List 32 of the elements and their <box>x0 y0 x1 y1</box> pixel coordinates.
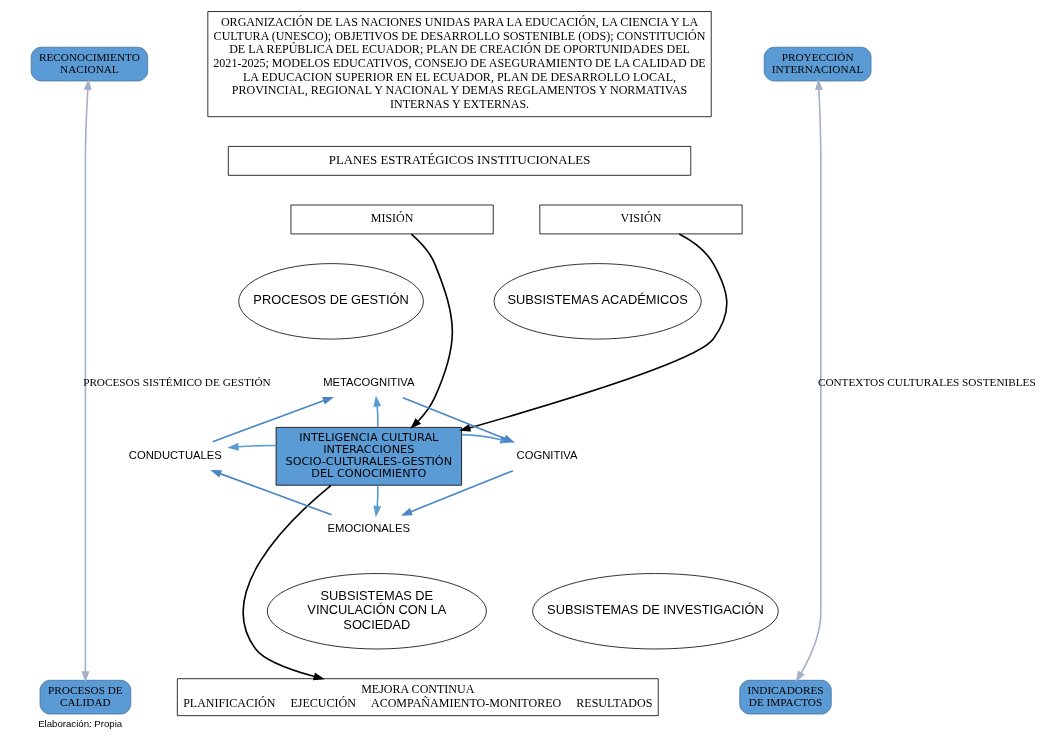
node-text: COGNITIVA <box>516 449 578 462</box>
node-text: METACOGNITIVA <box>322 376 414 389</box>
arrow <box>409 233 453 429</box>
arrow <box>209 469 332 516</box>
node-ellipse: PROCESOS DE GESTIÓN <box>237 263 424 340</box>
node-box: VISIÓN <box>538 204 743 235</box>
node-box: INTELIGENCIA CULTURAL INTERACCIONES SOCIO-CULTURALES-GESTIÓN DEL CONOCIMIENTO <box>275 427 462 486</box>
node-box: MEJORA CONTINUA PLANIFICACIÓN EJECUCIÓN ACOMPAÑAMIENTO-MONITOREO RESULTADOS <box>176 678 659 717</box>
node-box: RECONOCIMIENTO NACIONAL <box>30 46 148 82</box>
node-box: PROYECCIÓN INTERNACIONAL <box>763 46 871 82</box>
node-ellipse: SUBSISTEMAS DE VINCULACIÓN CON LA SOCIEDAD <box>266 573 487 650</box>
arrow <box>226 442 277 451</box>
arrow <box>458 233 728 432</box>
node-box: INDICADORES DE IMPACTOS <box>738 679 832 715</box>
arrow <box>80 78 92 683</box>
caption: Elaboración: Propia <box>37 717 122 729</box>
edge-label: PROCESOS SISTÉMICO DE GESTIÓN <box>82 376 271 389</box>
node-ellipse: SUBSISTEMAS ACADÉMICOS <box>493 263 702 340</box>
node-box: ORGANIZACIÓN DE LAS NACIONES UNIDAS PARA LA EDUCACIÓN, LA CIENCIA Y LA CULTURA (UNESCO); OBJETIVOS DE DESARROLLO SOSTENIBLE (ODS); CONSTITUCIÓN DE LA REPÚBLICA DEL ECUADOR; PLAN DE CREACIÓN DE OPORTUNIDADES DEL 2021-2025; MODELOS EDUCATIVOS, CONSEJO DE ASEGURAMIENTO DE LA CALIDAD DE LA EDUCACION SUPERIOR EN EL ECUADOR, PLAN DE DESARROLLO LOCAL, PROVINCIAL, REGIONAL Y NACIONAL Y DEMAS REGLAMENTOS Y NORMATIVAS INTERNAS Y EXTERNAS. <box>206 11 712 118</box>
node-box: PROCESOS DE CALIDAD <box>39 679 131 715</box>
arrow <box>211 396 334 443</box>
node-text: EMOCIONALES <box>327 522 410 535</box>
arrow <box>242 484 332 681</box>
arrow <box>372 484 381 518</box>
arrow <box>400 470 514 516</box>
node-text: CONDUCTUALES <box>128 449 222 462</box>
node-box: PLANES ESTRATÉGICOS INSTITUCIONALES <box>227 146 691 176</box>
node-box: MISIÓN <box>290 204 494 235</box>
node-ellipse: SUBSISTEMAS DE INVESTIGACIÓN <box>531 573 779 650</box>
edge-label: CONTEXTOS CULTURALES SOSTENIBLES <box>817 376 1036 389</box>
arrow <box>372 395 381 429</box>
arrow <box>795 78 823 683</box>
